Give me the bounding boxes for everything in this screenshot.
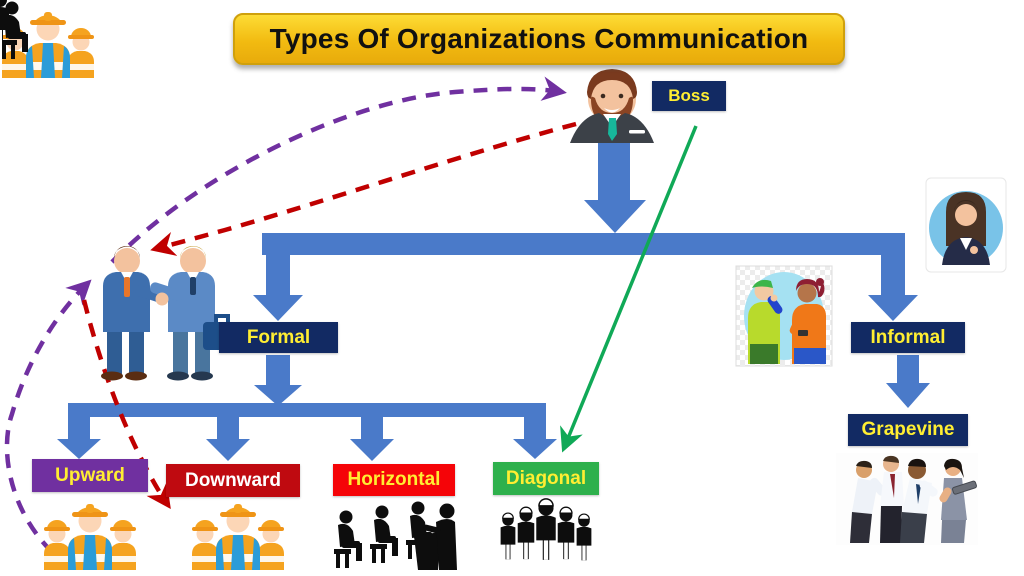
workers-silhouette-icon: [0, 0, 592, 563]
node-boss: Boss: [652, 81, 726, 111]
node-grapevine: Grapevine: [848, 414, 968, 446]
green-arrow-boss-to-diagonal: [560, 125, 698, 453]
red-dashed-arrow-managers-to-workers: [81, 299, 171, 510]
node-formal: Formal: [219, 322, 338, 353]
handshake-businessmen-icon: [101, 246, 241, 381]
construction-workers-downward-icon: [192, 504, 284, 570]
informal-to-grapevine-arrow: [886, 355, 930, 408]
node-diagonal: Diagonal: [493, 462, 599, 495]
red-dashed-arrow-boss-to-managers: [150, 121, 577, 256]
node-downward: Downward: [166, 464, 300, 497]
upward-drop-arrow: [57, 417, 101, 459]
node-informal: Informal: [851, 322, 965, 353]
diagonal-drop-arrow: [513, 417, 557, 459]
whispering-people-icon: [735, 265, 833, 367]
construction-workers-upward-icon: [44, 504, 136, 570]
informal-drop-arrow: [868, 254, 918, 321]
level1-bar: [262, 233, 905, 255]
purple-dashed-arrow-workers-to-managers: [4, 279, 92, 554]
downward-drop-arrow: [206, 417, 250, 461]
boss-down-arrow: [584, 143, 646, 233]
level2-bar: [68, 403, 546, 417]
horizontal-drop-arrow: [350, 417, 394, 461]
woman-avatar-icon: [925, 177, 1007, 273]
formal-drop-arrow: [253, 254, 303, 321]
formal-to-bar-arrow: [254, 355, 302, 406]
node-upward: Upward: [32, 459, 148, 492]
boss-person-icon: [570, 69, 654, 143]
gossip-group-icon: [836, 453, 978, 545]
node-horizontal: Horizontal: [333, 464, 455, 496]
org-tree-connectors: [57, 143, 930, 461]
diagram-title: Types Of Organizations Communication: [233, 13, 845, 65]
